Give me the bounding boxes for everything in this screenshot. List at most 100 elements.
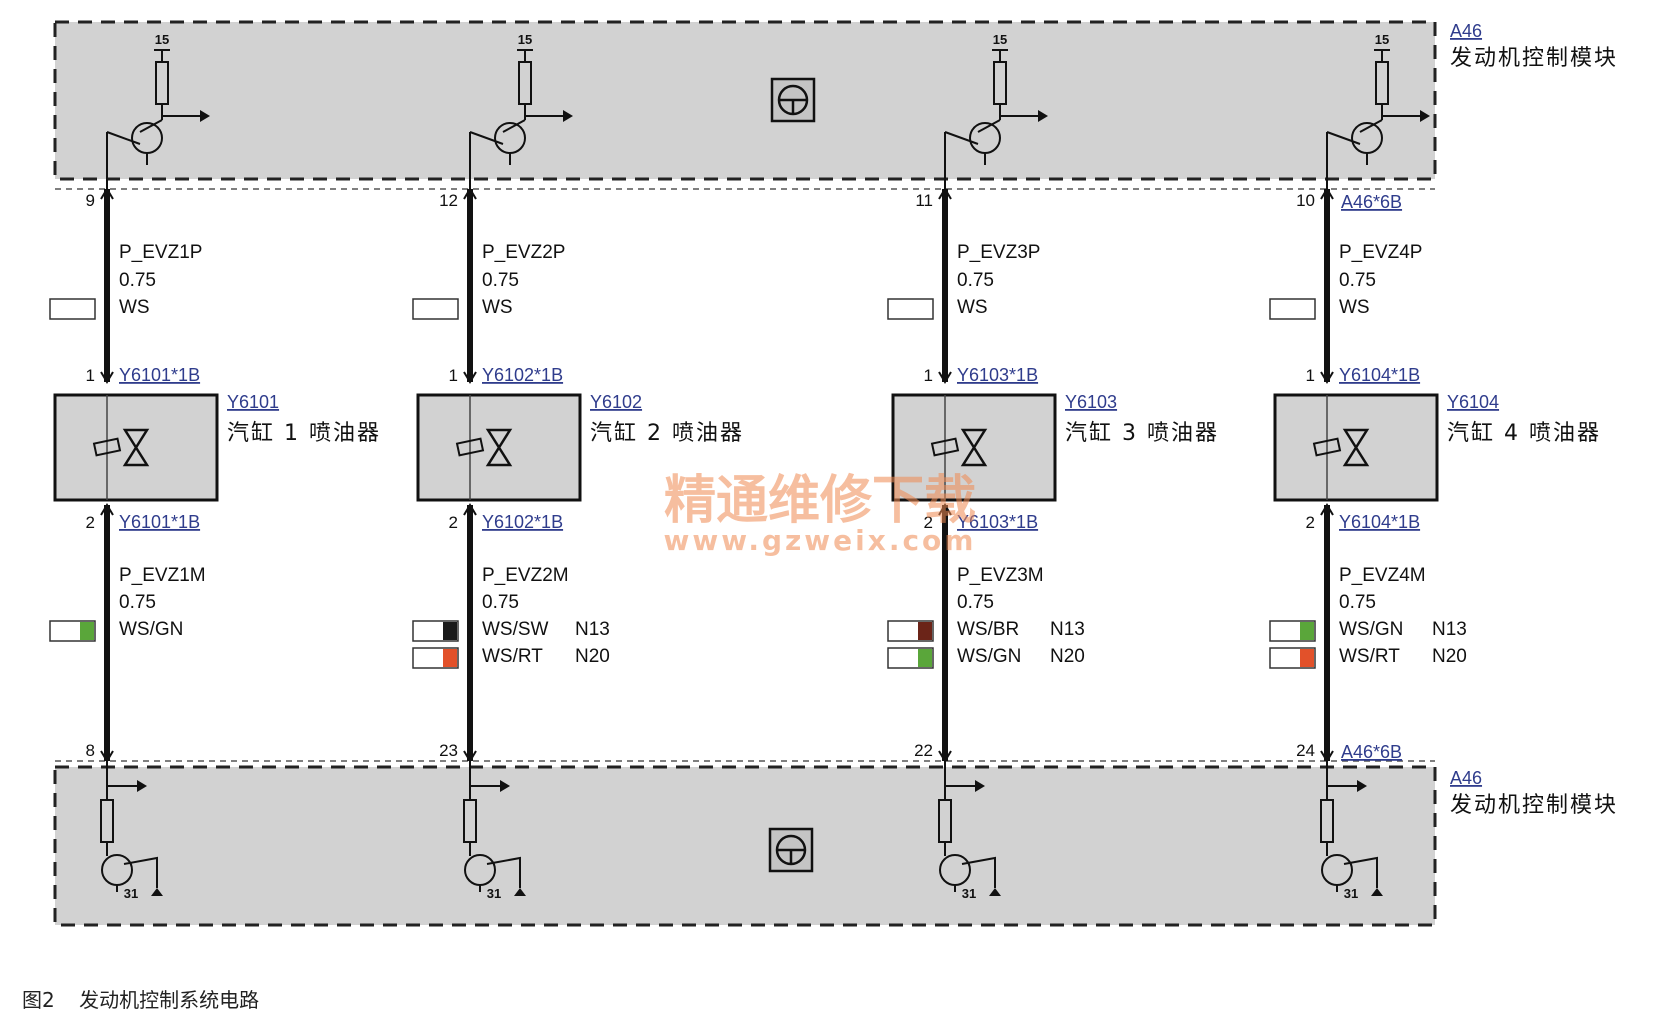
- ground-terminal-label: 31: [1344, 886, 1358, 901]
- ecm-pin-lower: 8: [86, 741, 95, 760]
- wire-pos-color: WS: [482, 297, 513, 318]
- wire-neg-name: P_EVZ3M: [957, 565, 1044, 586]
- wire-pos-color: WS: [957, 297, 988, 318]
- wire-pos-size: 0.75: [957, 270, 994, 291]
- wire-neg-engine-variant: N13: [575, 619, 610, 640]
- injector-pin-top: 1: [924, 366, 933, 385]
- wire-color-swatch-stripe: [443, 622, 457, 640]
- connector-pin-mark: [463, 371, 477, 384]
- injector-connector-bottom: Y6101*1B: [119, 512, 200, 532]
- watermark-url: www.gzweix.com: [664, 524, 977, 557]
- transistor-leads: [1326, 119, 1383, 165]
- transistor-leads: [944, 119, 1001, 165]
- ground-symbol: [514, 888, 526, 896]
- ground-symbol: [151, 888, 163, 896]
- ecm-icon-bottom: [768, 827, 814, 873]
- ecm-ref-bottom: A46: [1450, 768, 1482, 788]
- wire-neg-swatch: [412, 647, 459, 669]
- injector-pin-top: 1: [449, 366, 458, 385]
- ecm-connector-ref-bottom: A46*6B: [1341, 742, 1402, 762]
- high-side-driver-2: 15: [469, 32, 573, 189]
- ground-terminal-label: 31: [487, 886, 501, 901]
- ground-symbol: [989, 888, 1001, 896]
- injector-name: 汽缸 4 喷油器: [1447, 421, 1601, 446]
- ecm-pin-lower: 23: [439, 741, 458, 760]
- wire-neg-size: 0.75: [482, 592, 519, 613]
- ecm-pin-upper: 10: [1296, 191, 1315, 210]
- high-side-driver-4: 15: [1326, 32, 1430, 189]
- connector-pin-mark: [100, 371, 114, 384]
- wire-color-swatch-stripe: [80, 622, 94, 640]
- wire-color-swatch-stripe: [918, 649, 932, 667]
- injector-name: 汽缸 3 喷油器: [1065, 421, 1219, 446]
- injector-ref: Y6101: [227, 392, 279, 412]
- connector-pin-mark: [463, 503, 477, 516]
- figure-caption: 图2 发动机控制系统电路: [22, 984, 277, 1013]
- ecm-pin-lower: 22: [914, 741, 933, 760]
- injector-connector-top: Y6102*1B: [482, 365, 563, 385]
- wire-color-swatch-base: [412, 298, 459, 320]
- injector-connector-bottom: Y6102*1B: [482, 512, 563, 532]
- wire-neg-name: P_EVZ4M: [1339, 565, 1426, 586]
- wire-neg-color-variant: WS/GN: [119, 619, 183, 640]
- ground-symbol: [1371, 888, 1383, 896]
- transistor-leads: [479, 856, 521, 892]
- injector-connector-bottom: Y6104*1B: [1339, 512, 1420, 532]
- signal-arrow-head: [563, 110, 573, 122]
- ecm-name-bottom: 发动机控制模块: [1450, 793, 1618, 818]
- wire-neg-color-variant: WS/GN: [1339, 619, 1403, 640]
- injector-connector-top: Y6104*1B: [1339, 365, 1420, 385]
- transistor-leads: [1336, 856, 1378, 892]
- ecm-module-bottom-box: [53, 765, 1437, 927]
- wire-neg-name: P_EVZ1M: [119, 565, 206, 586]
- wire-neg-color-variant: WS/SW: [482, 619, 549, 640]
- connector-pin-mark: [1320, 371, 1334, 384]
- wire-neg-swatch: [412, 620, 459, 642]
- wire-pos-swatch: [1269, 298, 1316, 320]
- ecm-pin-lower: 24: [1296, 741, 1315, 760]
- solenoid-coil: [930, 437, 960, 457]
- injector-pin-bottom: 2: [86, 513, 95, 532]
- wire-neg-color-variant: WS/BR: [957, 619, 1019, 640]
- wire-neg-size: 0.75: [1339, 592, 1376, 613]
- wire-neg-color-variant: WS/RT: [1339, 646, 1400, 667]
- valve-symbol: [960, 428, 988, 467]
- connector-pin-mark: [938, 371, 952, 384]
- transistor-leads: [106, 119, 163, 165]
- wire-color-swatch-base: [49, 298, 96, 320]
- ecm-name-top: 发动机控制模块: [1450, 46, 1618, 71]
- wire-pos-name: P_EVZ4P: [1339, 242, 1422, 263]
- valve-symbol: [485, 428, 513, 467]
- wire-neg-swatch: [49, 620, 96, 642]
- wire-pos-size: 0.75: [119, 270, 156, 291]
- connector-pin-mark: [100, 503, 114, 516]
- supply-terminal-label: 15: [518, 32, 532, 47]
- connector-pin-mark: [1320, 503, 1334, 516]
- wire-neg-engine-variant: N20: [575, 646, 610, 667]
- wire-neg-color-variant: WS/RT: [482, 646, 543, 667]
- caption-figure-number: 图2: [22, 988, 55, 1012]
- wire-pos-name: P_EVZ2P: [482, 242, 565, 263]
- wire-neg-engine-variant: N20: [1050, 646, 1085, 667]
- wire-pos-swatch: [887, 298, 934, 320]
- ground-terminal-label: 31: [962, 886, 976, 901]
- ecm-ref-top: A46: [1450, 21, 1482, 41]
- injector-pin-bottom: 2: [449, 513, 458, 532]
- watermark-text: 精通维修下载: [664, 471, 976, 531]
- injector-pin-top: 1: [86, 366, 95, 385]
- transistor-leads: [469, 119, 526, 165]
- valve-symbol: [1342, 428, 1370, 467]
- wire-neg-swatch: [1269, 647, 1316, 669]
- wire-color-swatch-base: [887, 298, 934, 320]
- transistor-leads: [116, 856, 158, 892]
- injector-pin-top: 1: [1306, 366, 1315, 385]
- wire-neg-engine-variant: N13: [1050, 619, 1085, 640]
- injector-ref: Y6103: [1065, 392, 1117, 412]
- signal-arrow-head: [1420, 110, 1430, 122]
- wire-pos-swatch: [49, 298, 96, 320]
- signal-arrow-head: [137, 780, 147, 792]
- high-side-driver-3: 15: [944, 32, 1048, 189]
